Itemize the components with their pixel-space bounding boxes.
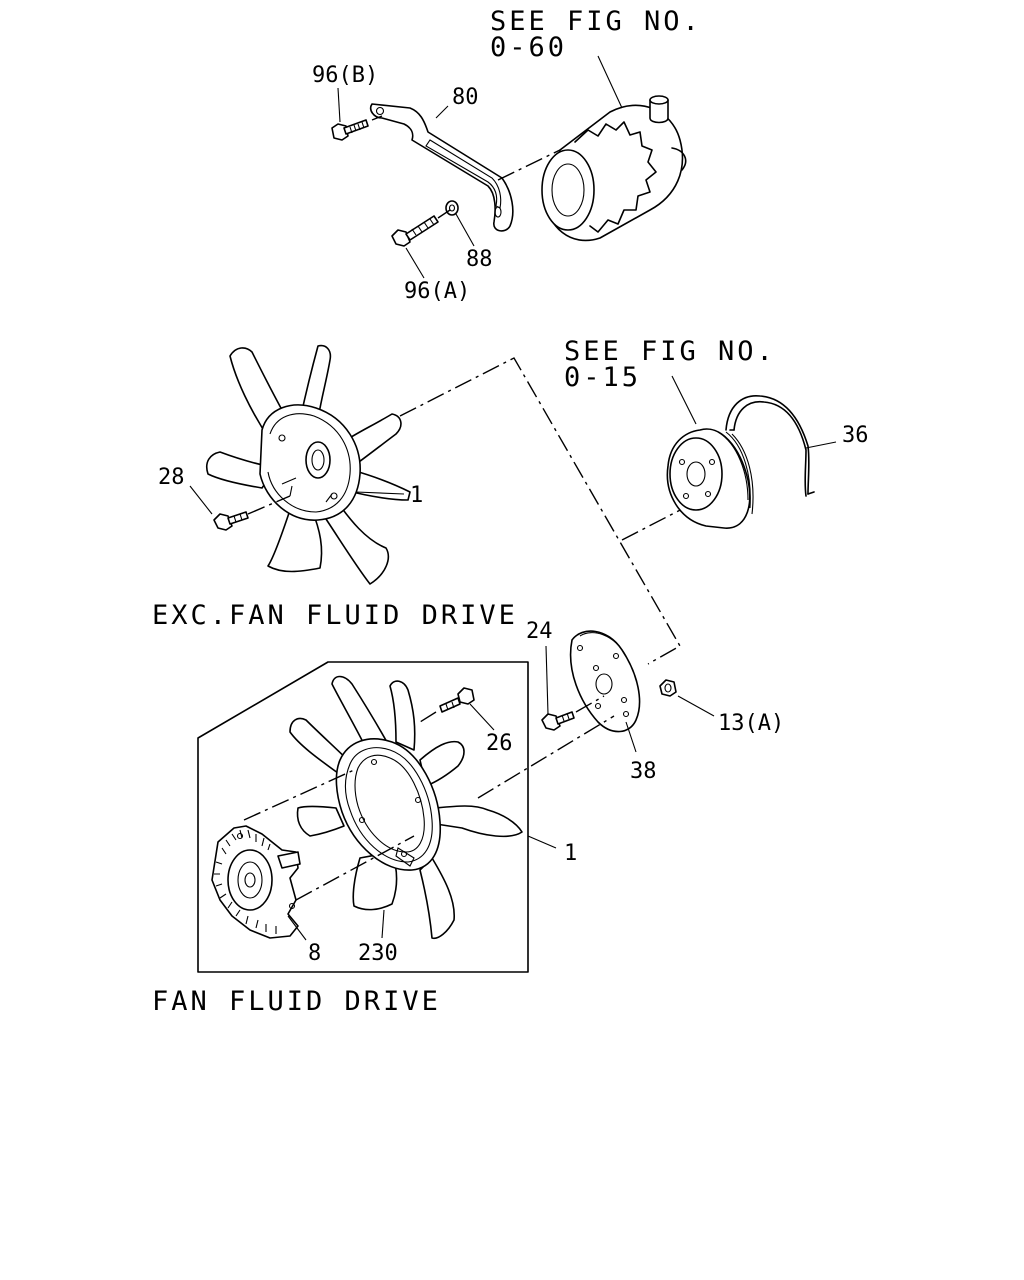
center-line-24 [575,695,605,713]
leader-26 [469,703,495,731]
center-line-axis [399,357,681,665]
center-line-26 [419,711,437,723]
pump-pulley [666,428,754,529]
ref-alternator-line2: 0-60 [490,32,567,63]
leader-38 [625,721,637,753]
leader-96b [337,87,341,123]
part-label-88: 88 [466,247,493,272]
leader-230 [381,909,385,939]
alternator [541,95,687,242]
center-line-fluid-b [295,835,415,901]
leader-13a [677,695,715,717]
bolt-26 [439,687,475,713]
center-line-pulley [621,505,689,541]
leader-alternator [597,55,623,109]
part-label-13a: 13(A) [718,711,784,736]
part-label-36: 36 [842,423,869,448]
part-label-24: 24 [526,619,553,644]
part-label-96a: 96(A) [404,279,470,304]
center-line-fluid-c [477,715,615,799]
part-label-8: 8 [308,941,321,966]
bolt-96b [331,119,369,141]
ref-pulley-line2: 0-15 [564,362,641,393]
fan-exc-fluid [205,344,411,585]
fluid-drive-box [197,661,529,973]
center-line-fluid-a [243,769,355,821]
part-label-38: 38 [630,759,657,784]
leader-96a [405,247,425,279]
leader-36 [805,441,837,449]
center-line-plate [497,149,561,181]
center-line-96a [437,209,451,219]
ref-alternator-line1: SEE FIG NO. [490,6,702,37]
part-label-1-fluid: 1 [564,841,577,866]
bolt-24 [541,711,575,731]
leader-8 [287,915,307,941]
bolt-96a [391,215,439,247]
center-line-28 [247,495,291,515]
part-label-96b: 96(B) [312,63,378,88]
center-line-96b [371,115,383,121]
part-label-1-exc: 1 [410,483,423,508]
ref-pulley-line1: SEE FIG NO. [564,336,776,367]
leader-80 [435,105,449,119]
part-label-230: 230 [358,941,398,966]
part-label-80: 80 [452,85,479,110]
part-label-28: 28 [158,465,185,490]
leader-pulley [671,375,697,425]
belt-36 [725,395,815,497]
leader-1-exc [355,491,405,495]
washer-88 [445,200,459,216]
nut-13a [659,679,677,697]
variant-label-fluid: FAN FLUID DRIVE [152,986,441,1017]
fluid-coupling [211,825,301,939]
variant-label-exc: EXC.FAN FLUID DRIVE [152,600,518,631]
leader-1-fluid [527,835,557,849]
part-label-26: 26 [486,731,513,756]
leader-28 [189,485,213,515]
fan-fluid-drive [289,675,523,940]
leader-24 [545,645,549,715]
bolt-28 [213,511,249,531]
adjusting-plate [369,103,514,232]
leader-88 [455,213,475,247]
spacer-plate [569,630,641,733]
